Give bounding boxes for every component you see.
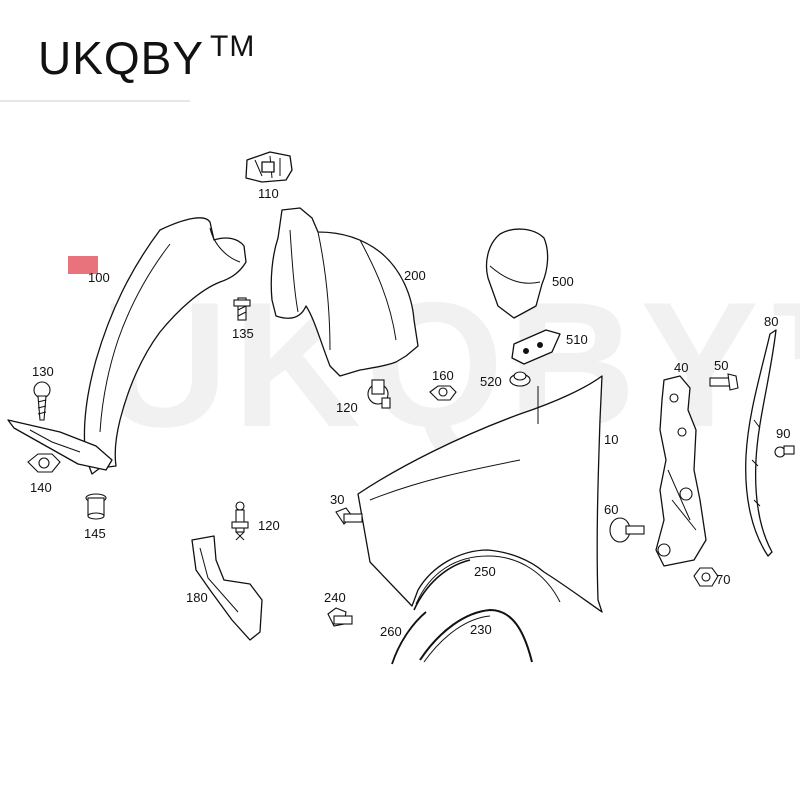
part-520-grommet: [509, 371, 531, 387]
label-60: 60: [604, 502, 618, 517]
part-230-trim: [419, 608, 533, 663]
part-110-clip: [245, 151, 293, 183]
part-120-clip-bottom: [231, 501, 249, 541]
part-40-bracket: [655, 375, 707, 567]
label-135: 135: [232, 326, 254, 341]
part-250-trim: [413, 559, 471, 611]
part-80-strip: [745, 329, 777, 557]
part-90-clip: [774, 445, 795, 458]
part-labels: 110 100 200 135 500 510 520 160 120 130 …: [30, 186, 790, 639]
label-40: 40: [674, 360, 688, 375]
part-70-nut: [693, 567, 719, 587]
label-520: 520: [480, 374, 502, 389]
label-50: 50: [714, 358, 728, 373]
part-240-bolt: [327, 607, 353, 627]
label-90: 90: [776, 426, 790, 441]
label-30: 30: [330, 492, 344, 507]
label-260: 260: [380, 624, 402, 639]
label-10: 10: [604, 432, 618, 447]
part-200-rear-liner: [270, 207, 419, 377]
label-100: 100: [88, 270, 110, 285]
part-135-bolt: [233, 297, 251, 321]
part-50-bolt: [709, 373, 739, 391]
label-200: 200: [404, 268, 426, 283]
label-500: 500: [552, 274, 574, 289]
part-30-bolt: [335, 507, 363, 525]
label-130: 130: [32, 364, 54, 379]
label-240: 240: [324, 590, 346, 605]
label-120-top: 120: [336, 400, 358, 415]
brand-trademark: TM: [210, 30, 256, 63]
part-10-fender: [357, 375, 603, 613]
label-160: 160: [432, 368, 454, 383]
part-180-flap: [191, 535, 263, 641]
part-60-bolt: [609, 517, 645, 543]
part-510-plate: [511, 329, 561, 365]
part-120-clip-top: [367, 379, 391, 409]
part-130-screw: [33, 381, 51, 421]
label-510: 510: [566, 332, 588, 347]
brand-underline: [0, 100, 190, 102]
label-180: 180: [186, 590, 208, 605]
part-100-highlight: [68, 256, 98, 274]
brand-name: UKQBY: [38, 32, 205, 84]
part-145-sleeve: [85, 493, 107, 520]
part-500-cap: [485, 228, 549, 319]
label-250: 250: [474, 564, 496, 579]
part-100-wheel-liner: [7, 217, 247, 475]
label-110: 110: [258, 186, 279, 201]
label-120-bottom: 120: [258, 518, 280, 533]
part-140-nut: [27, 453, 61, 473]
part-260-strip: [391, 611, 427, 665]
label-140: 140: [30, 480, 52, 495]
label-80: 80: [764, 314, 778, 329]
part-160-nut: [429, 385, 457, 401]
label-145: 145: [84, 526, 106, 541]
label-230: 230: [470, 622, 492, 637]
label-70: 70: [716, 572, 730, 587]
